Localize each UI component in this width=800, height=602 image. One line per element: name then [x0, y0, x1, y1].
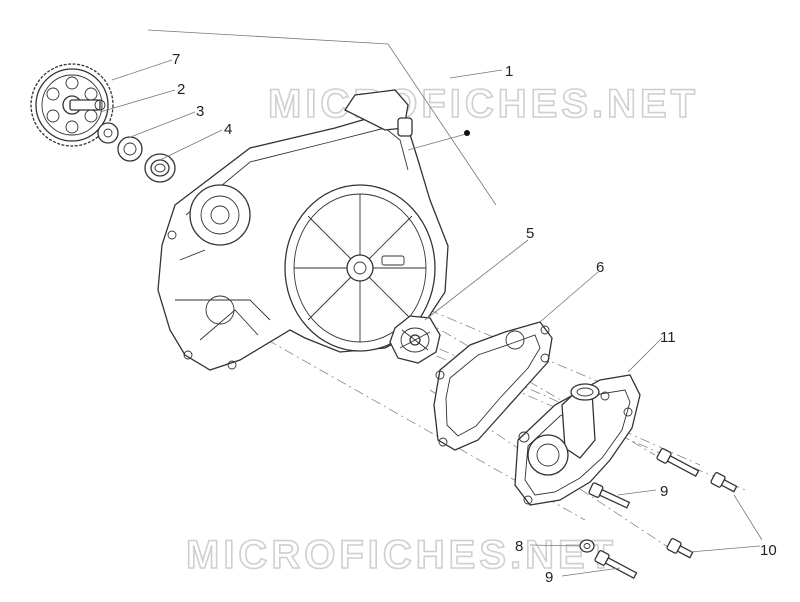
assembly-bracket [147, 29, 497, 206]
callout-labels: 1 2 3 4 5 6 7 8 9 9 10 11 [172, 51, 777, 586]
leader-lines [99, 59, 763, 577]
callout-6: 6 [596, 259, 604, 276]
callout-1: 1 [505, 63, 513, 80]
impeller-part [389, 315, 441, 364]
attachment-dot [464, 130, 470, 136]
callout-5: 5 [526, 225, 534, 242]
callout-9-lower: 9 [545, 569, 553, 586]
pump-cover-part [514, 374, 641, 506]
watermark-top: MICROFICHES.NET [268, 82, 699, 126]
gear-part [30, 63, 114, 147]
callout-9-upper: 9 [660, 483, 668, 500]
callout-3: 3 [196, 103, 204, 120]
oil-seal-part [144, 153, 176, 183]
gasket-part [433, 321, 553, 451]
callout-8: 8 [515, 538, 523, 555]
watermark-bottom: MICROFICHES.NET [186, 533, 617, 577]
washer-part [97, 122, 119, 144]
callout-11: 11 [660, 329, 676, 346]
callout-10: 10 [760, 542, 777, 559]
callout-7: 7 [172, 51, 180, 68]
small-washer-part [579, 539, 595, 553]
bearing-ring-part [117, 136, 143, 162]
bolt-part [666, 472, 738, 559]
screw-part [588, 448, 700, 580]
callout-4: 4 [224, 121, 232, 138]
engine-cover-part [157, 89, 449, 371]
callout-2: 2 [177, 81, 185, 98]
